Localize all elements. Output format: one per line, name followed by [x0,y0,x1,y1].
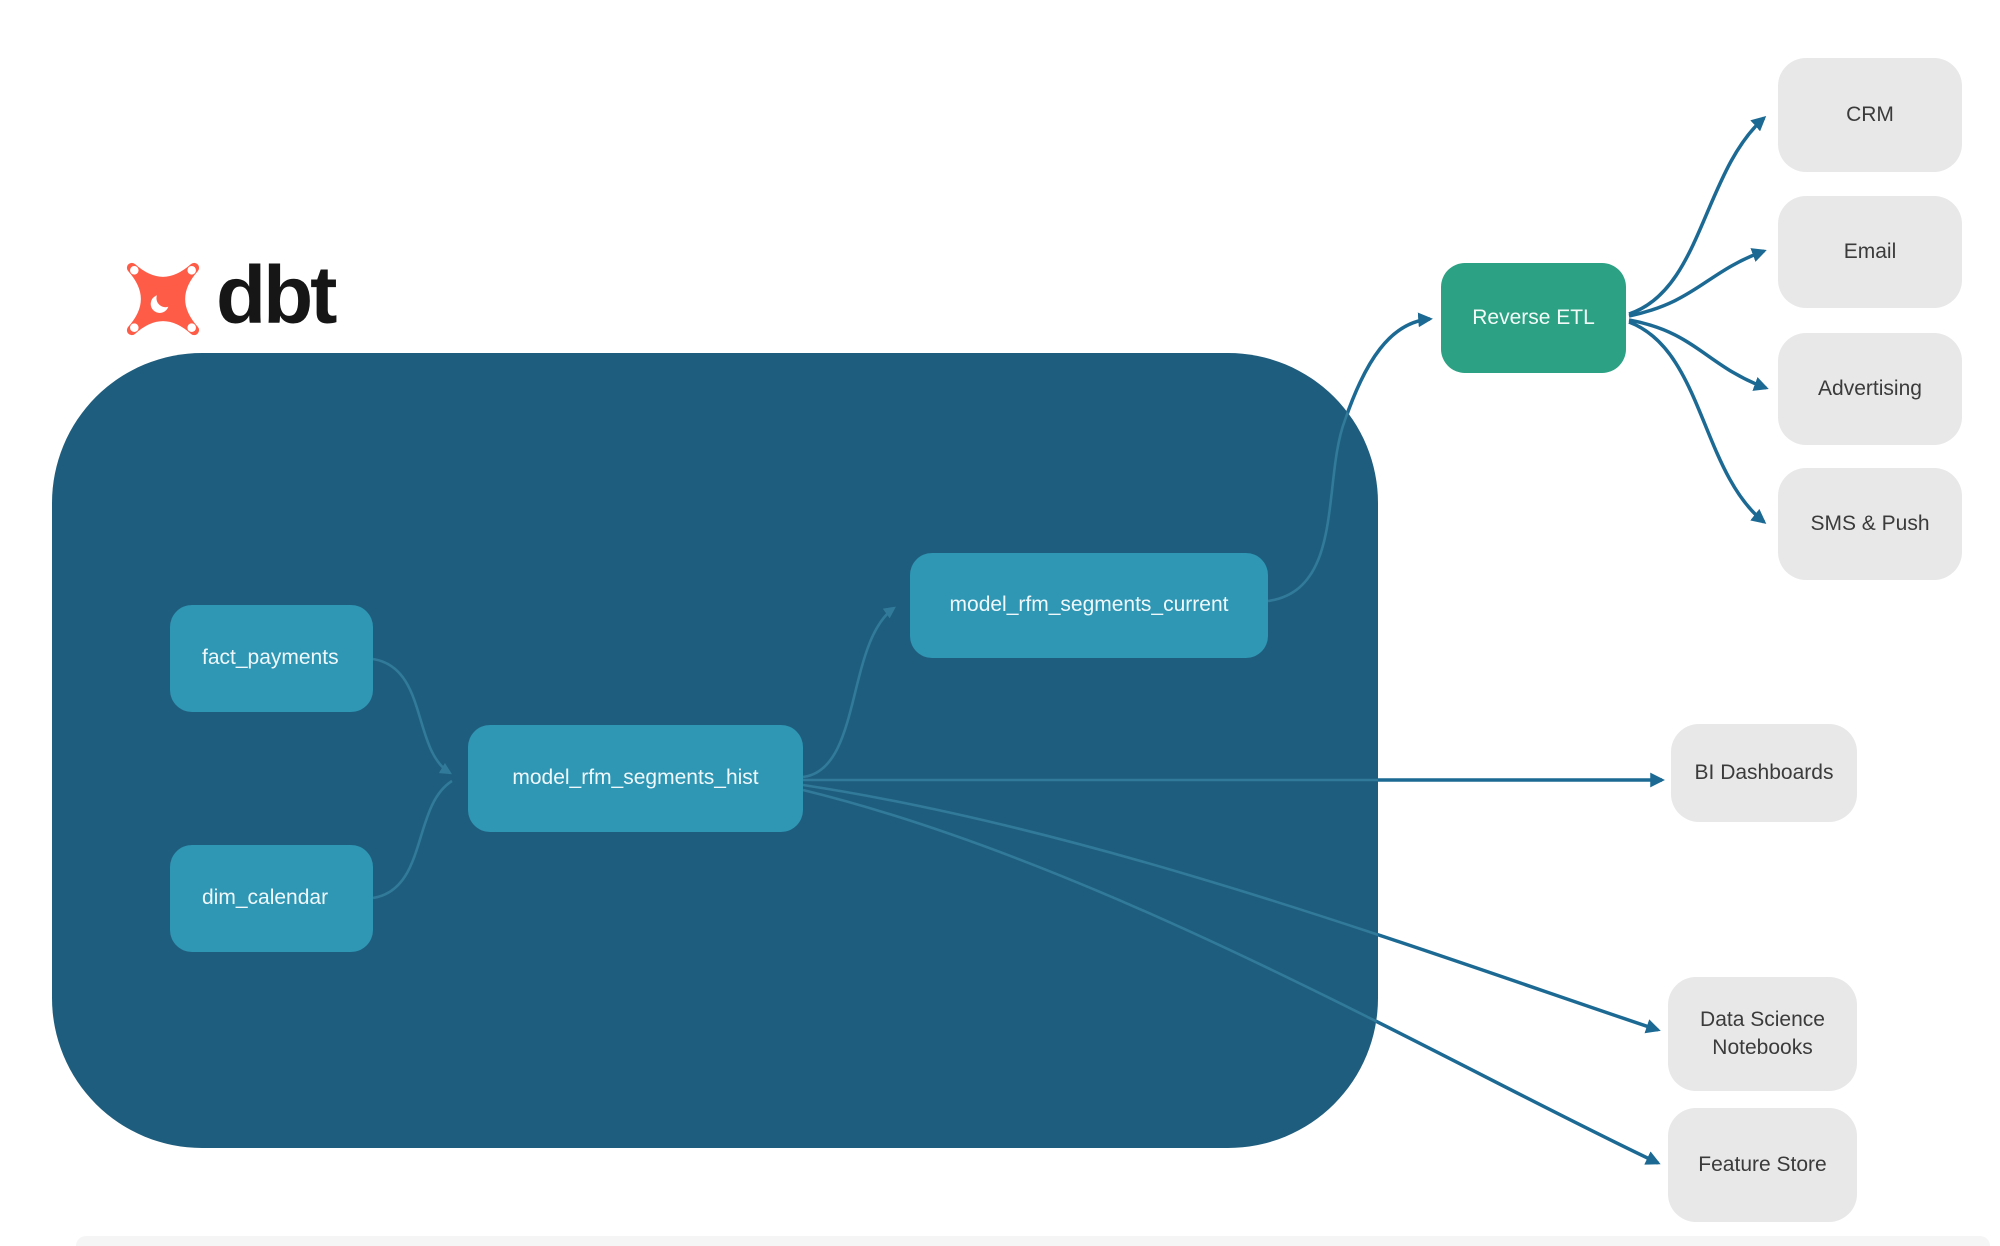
edge-reverse-etl-to-sms-push [1628,320,1767,524]
node-model-rfm-segments-current: model_rfm_segments_current [910,553,1268,658]
dbt-wordmark: dbt [216,250,337,341]
node-label: dim_calendar [202,886,329,910]
node-label: Advertising [1818,376,1922,400]
node-model-rfm-segments-hist: model_rfm_segments_hist [468,725,803,832]
node-advertising: Advertising [1778,333,1962,445]
bottom-cutoff-band [76,1236,1990,1246]
dbt-logo: dbt [122,250,337,343]
node-label: Data Science Notebooks [1700,1007,1825,1059]
node-label: model_rfm_segments_current [949,593,1229,617]
node-email: Email [1778,196,1962,308]
node-label: fact_payments [202,646,339,670]
node-label: Email [1843,239,1897,263]
node-crm: CRM [1778,58,1962,172]
node-bi-dashboards: BI Dashboards [1671,724,1857,822]
node-fact-payments: fact_payments [170,605,373,712]
edge-reverse-etl-to-crm [1628,116,1767,316]
node-reverse-etl: Reverse ETL [1441,263,1626,373]
node-sms-push: SMS & Push [1778,468,1962,580]
node-data-science-notebooks: Data Science Notebooks [1668,977,1857,1091]
node-label: SMS & Push [1810,511,1930,535]
node-feature-store: Feature Store [1668,1108,1857,1222]
node-label: Feature Store [1698,1152,1827,1176]
node-label: CRM [1846,102,1894,126]
node-label: Reverse ETL [1472,305,1595,329]
node-label: BI Dashboards [1694,760,1834,784]
node-label: model_rfm_segments_hist [512,766,759,790]
dbt-logo-icon [126,262,200,336]
edge-reverse-etl-to-advertising [1628,318,1769,391]
edge-reverse-etl-to-email [1628,248,1767,318]
node-dim-calendar: dim_calendar [170,845,373,952]
